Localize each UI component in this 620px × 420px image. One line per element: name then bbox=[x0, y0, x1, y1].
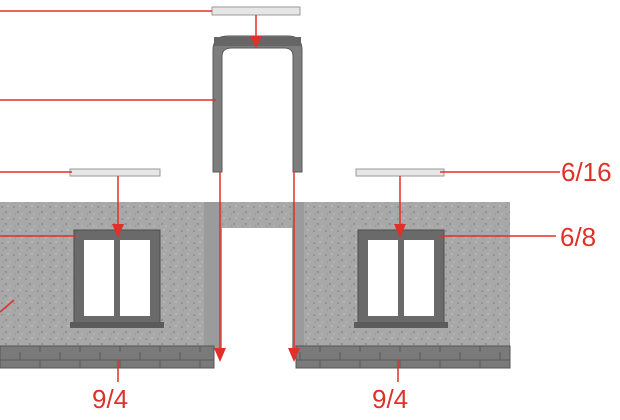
label-sill-piece-right: 6/16 bbox=[561, 157, 612, 187]
door-lintel bbox=[222, 202, 292, 228]
base-course-left bbox=[0, 345, 215, 369]
arrowheads bbox=[112, 36, 406, 362]
label-base-left: 9/4 bbox=[92, 384, 129, 414]
window-right bbox=[354, 229, 448, 328]
callouts bbox=[0, 10, 560, 382]
arrowhead-door-right bbox=[288, 348, 300, 362]
door-frame bbox=[212, 35, 303, 173]
arrowhead-door-left bbox=[214, 348, 226, 362]
arrowhead-right-sill bbox=[394, 224, 406, 238]
label-window-right: 6/8 bbox=[560, 222, 597, 252]
leader-left-wall bbox=[0, 299, 15, 313]
arrowhead-left-sill bbox=[112, 224, 124, 238]
sill-piece-left bbox=[69, 168, 161, 177]
sill-piece-right bbox=[355, 168, 445, 177]
sill-piece-top bbox=[211, 6, 301, 16]
base-course-right bbox=[295, 345, 511, 369]
window-left bbox=[70, 229, 164, 328]
arrowhead-top bbox=[250, 36, 262, 48]
label-base-right: 9/4 bbox=[372, 384, 409, 414]
